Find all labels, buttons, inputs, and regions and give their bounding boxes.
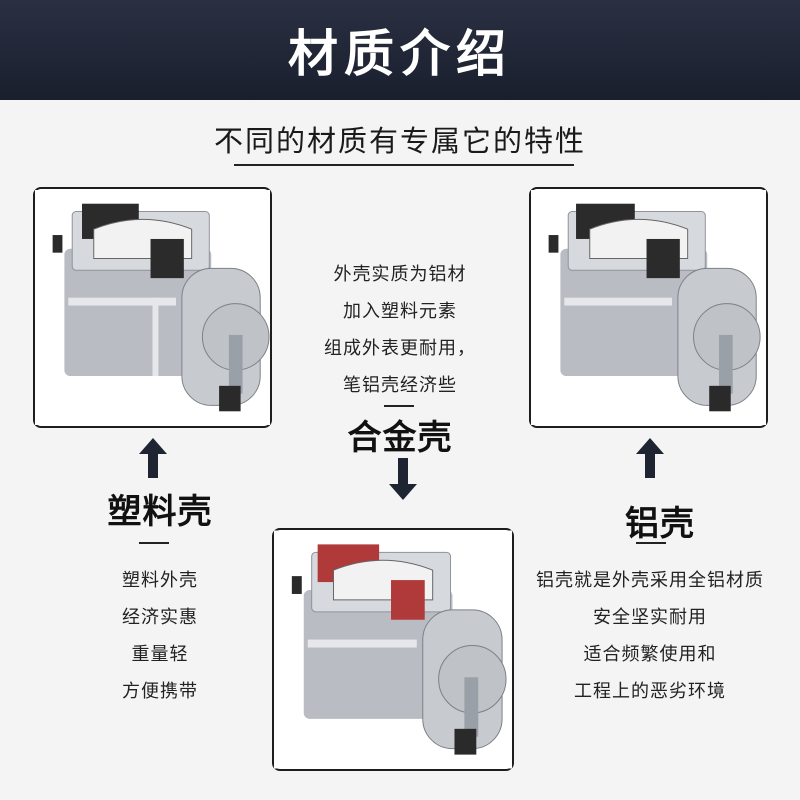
plastic-description: 塑料外壳 经济实惠 重量轻 方便携带: [60, 562, 260, 710]
divider: [384, 405, 414, 407]
arrow-down-icon: [389, 458, 417, 500]
description-line: 安全坚实耐用: [593, 607, 707, 628]
material-name-alloy: 合金壳: [347, 418, 453, 458]
arrow-up-icon: [636, 438, 664, 478]
description-line: 笔铝壳经济些: [343, 375, 457, 396]
description-line: 加入塑料元素: [343, 301, 457, 322]
megohmmeter-image: [274, 530, 512, 769]
divider: [139, 542, 169, 544]
page-subtitle: 不同的材质有专属它的特性: [213, 124, 586, 158]
material-name-aluminum: 铝壳: [625, 504, 695, 544]
alloy-description: 外壳实质为铝材 加入塑料元素 组成外表更耐用， 笔铝壳经济些: [290, 256, 510, 404]
material-name-plastic: 塑料壳: [107, 492, 213, 532]
description-line: 适合频繁使用和: [583, 644, 717, 665]
description-line: 经济实惠: [122, 607, 198, 628]
aluminum-description: 铝壳就是外壳采用全铝材质 安全坚实耐用 适合频繁使用和 工程上的恶劣环境: [520, 562, 780, 710]
description-line: 塑料外壳: [122, 570, 198, 591]
subtitle-underline: [234, 164, 574, 166]
description-line: 铝壳就是外壳采用全铝材质: [536, 570, 764, 591]
arrow-up-icon: [139, 438, 167, 478]
header-banner: 材质介绍: [0, 0, 800, 100]
megohmmeter-image: [35, 190, 270, 425]
divider: [636, 542, 666, 544]
alloy-device-photo: [272, 528, 514, 771]
description-line: 工程上的恶劣环境: [574, 681, 726, 702]
aluminum-device-photo: [529, 187, 768, 428]
description-line: 重量轻: [131, 644, 189, 665]
description-line: 方便携带: [122, 681, 198, 702]
description-line: 组成外表更耐用，: [324, 338, 476, 359]
plastic-device-photo: [33, 187, 272, 428]
description-line: 外壳实质为铝材: [333, 264, 467, 285]
megohmmeter-image: [531, 190, 766, 425]
page-title: 材质介绍: [288, 25, 512, 83]
